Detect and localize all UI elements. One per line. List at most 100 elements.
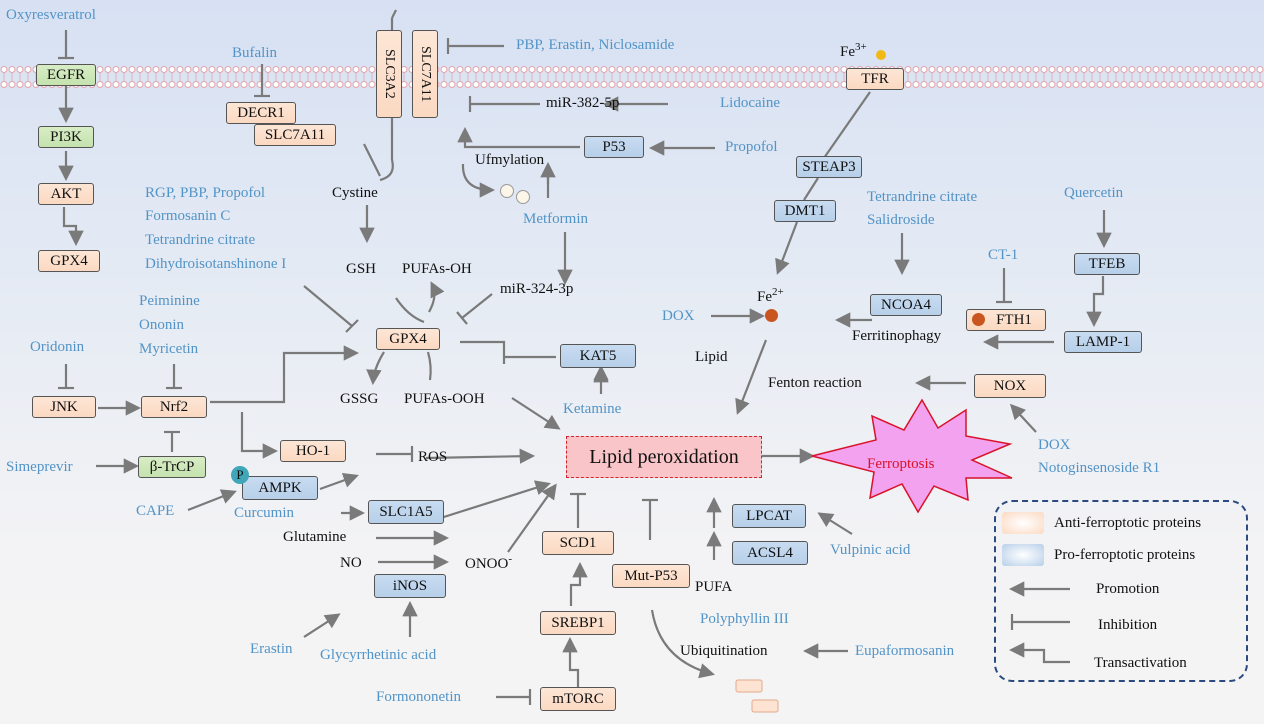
cell-membrane bbox=[0, 66, 1264, 88]
p53-box: P53 bbox=[584, 136, 644, 158]
fe3-dot bbox=[876, 50, 886, 60]
ferritinophagy-label: Ferritinophagy bbox=[852, 328, 942, 344]
drug-oridonin: Oridonin bbox=[30, 339, 85, 355]
drug-peiminine: Peiminine bbox=[139, 293, 200, 309]
legend-anti-swatch bbox=[1002, 512, 1044, 534]
drug-quercetin: Quercetin bbox=[1064, 185, 1124, 201]
steap3-box: STEAP3 bbox=[796, 156, 862, 178]
drug-dox-right: DOX bbox=[1038, 437, 1071, 453]
btrcp-box: β-TrCP bbox=[138, 456, 206, 478]
ub-protein-1 bbox=[735, 679, 763, 693]
drug-lidocaine: Lidocaine bbox=[720, 95, 780, 111]
ampk-box: AMPK bbox=[242, 476, 318, 500]
jnk-box: JNK bbox=[32, 396, 96, 418]
slc7a11-box: SLC7A11 bbox=[254, 124, 336, 146]
drug-metformin: Metformin bbox=[523, 211, 588, 227]
ncoa4-box: NCOA4 bbox=[870, 294, 942, 316]
dmt1-box: DMT1 bbox=[774, 200, 836, 222]
inos-box: iNOS bbox=[374, 574, 446, 598]
mir324-label: miR-324-3p bbox=[500, 281, 574, 297]
kat5-box: KAT5 bbox=[560, 344, 636, 368]
onoo-label: ONOO- bbox=[465, 554, 512, 572]
pi3k-box: PI3K bbox=[38, 126, 94, 148]
drug-rgp-1: RGP, PBP, Propofol bbox=[145, 185, 266, 201]
legend-promotion-label: Promotion bbox=[1096, 581, 1160, 597]
legend-transactivation-label: Transactivation bbox=[1094, 655, 1187, 671]
gpx4-box: GPX4 bbox=[376, 328, 440, 350]
legend-inhibition-label: Inhibition bbox=[1098, 617, 1158, 633]
ub-protein-2 bbox=[751, 699, 779, 713]
lipid-peroxidation-box: Lipid peroxidation bbox=[566, 436, 762, 478]
drug-polyphyllin: Polyphyllin III bbox=[700, 611, 789, 627]
akt-box: AKT bbox=[38, 183, 94, 205]
drug-tetrandrine: Tetrandrine citrate bbox=[867, 189, 978, 205]
ufm-circle-1 bbox=[500, 184, 514, 198]
onoo-charge: - bbox=[508, 553, 513, 565]
drug-vulpinic: Vulpinic acid bbox=[830, 542, 911, 558]
fth1-box: FTH1 bbox=[966, 309, 1046, 331]
drug-bufalin: Bufalin bbox=[232, 45, 277, 61]
ufm-circle-2 bbox=[516, 190, 530, 204]
drug-ketamine: Ketamine bbox=[563, 401, 622, 417]
slc3a2-box: SLC3A2 bbox=[376, 30, 402, 118]
gsh-label: GSH bbox=[346, 261, 377, 277]
tfr-box: TFR bbox=[846, 68, 904, 90]
pufas-ooh-label: PUFAs-OOH bbox=[404, 391, 485, 407]
drug-propofol: Propofol bbox=[725, 139, 778, 155]
mtorc-box: mTORC bbox=[540, 687, 616, 711]
fenton-label: Fenton reaction bbox=[768, 375, 862, 391]
drug-glycyrrhetinic: Glycyrrhetinic acid bbox=[320, 647, 437, 663]
drug-myricetin: Myricetin bbox=[139, 341, 199, 357]
lipid-label: Lipid bbox=[695, 349, 728, 365]
ros-label: ROS bbox=[418, 449, 448, 465]
drug-eupaformosanin: Eupaformosanin bbox=[855, 643, 955, 659]
glutamine-label: Glutamine bbox=[283, 529, 347, 545]
pufa-label: PUFA bbox=[695, 579, 733, 595]
drug-ononin: Ononin bbox=[139, 317, 184, 333]
drug-rgp-3: Tetrandrine citrate bbox=[145, 232, 256, 248]
drug-rgp-4: Dihydroisotanshinone I bbox=[145, 256, 287, 272]
decr1-box: DECR1 bbox=[226, 102, 296, 124]
ubiquitination-label: Ubiquitination bbox=[680, 643, 768, 659]
fe2-label: Fe2+ bbox=[757, 287, 784, 305]
egfr-box: EGFR bbox=[36, 64, 96, 86]
nrf2-box: Nrf2 bbox=[141, 396, 207, 418]
fe3-label: Fe3+ bbox=[840, 42, 867, 60]
fe3-text: Fe bbox=[840, 44, 855, 60]
fth1-iron-dot bbox=[972, 313, 985, 326]
lpcat-box: LPCAT bbox=[732, 504, 806, 528]
drug-cape: CAPE bbox=[136, 503, 175, 519]
drug-notoginsenoside: Notoginsenoside R1 bbox=[1038, 460, 1161, 476]
fe2-text: Fe bbox=[757, 289, 772, 305]
drug-salidroside: Salidroside bbox=[867, 212, 935, 228]
drug-simeprevir: Simeprevir bbox=[6, 459, 73, 475]
ho1-box: HO-1 bbox=[280, 440, 346, 462]
no-label: NO bbox=[340, 555, 362, 571]
slc1a5-box: SLC1A5 bbox=[368, 500, 444, 524]
gssg-label: GSSG bbox=[340, 391, 379, 407]
fe2-dot bbox=[765, 309, 778, 322]
drug-oxyresveratrol: Oxyresveratrol bbox=[6, 7, 96, 23]
scd1-box: SCD1 bbox=[542, 531, 614, 555]
slc7a11-transporter-box: SLC7A11 bbox=[412, 30, 438, 118]
drug-dox-left: DOX bbox=[662, 308, 695, 324]
drug-curcumin: Curcumin bbox=[234, 505, 294, 521]
mutp53-box: Mut-P53 bbox=[612, 564, 690, 588]
legend-pro-swatch bbox=[1002, 544, 1044, 566]
drug-formononetin: Formononetin bbox=[376, 689, 461, 705]
pufas-oh-label: PUFAs-OH bbox=[402, 261, 472, 277]
drug-rgp-2: Formosanin C bbox=[145, 208, 231, 224]
drug-pbp-erastin-niclosamide: PBP, Erastin, Niclosamide bbox=[516, 37, 675, 53]
legend: Anti-ferroptotic proteins Pro-ferroptoti… bbox=[994, 500, 1248, 682]
legend-anti-label: Anti-ferroptotic proteins bbox=[1054, 515, 1202, 531]
phospho-badge: P bbox=[231, 466, 249, 484]
tfeb-box: TFEB bbox=[1074, 253, 1140, 275]
srebp1-box: SREBP1 bbox=[540, 611, 616, 635]
drug-erastin: Erastin bbox=[250, 641, 293, 657]
gpx4-left-box: GPX4 bbox=[38, 250, 100, 272]
ferroptosis-label: Ferroptosis bbox=[867, 456, 935, 472]
legend-pro-label: Pro-ferroptotic proteins bbox=[1054, 547, 1196, 563]
acsl4-box: ACSL4 bbox=[732, 541, 808, 565]
mir382-label: miR-382-5p bbox=[546, 95, 620, 111]
